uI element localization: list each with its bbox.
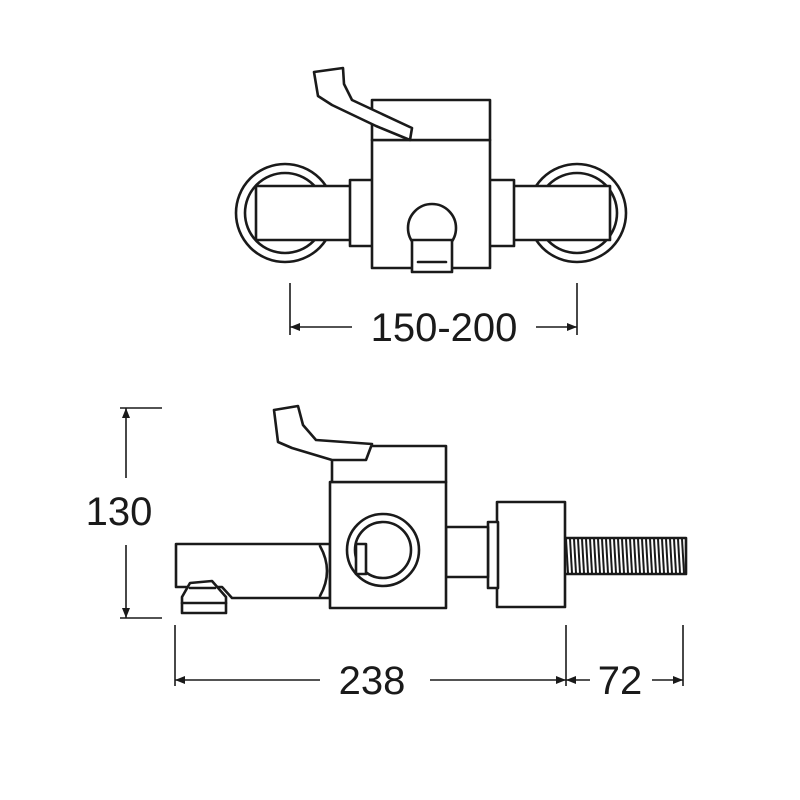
- thread-ridge: [593, 538, 597, 574]
- thread-ridge: [637, 538, 641, 574]
- thread-ridge: [613, 538, 617, 574]
- side-thread: [560, 536, 688, 576]
- thread-ridge: [601, 538, 605, 574]
- side-arm: [444, 525, 490, 579]
- thread-ridge: [661, 538, 665, 574]
- dim-height: [120, 407, 162, 619]
- front-left-arm: [254, 184, 356, 242]
- side-view: 130 238 72: [86, 404, 688, 703]
- thread-ridge: [669, 538, 673, 574]
- thread-ridge: [673, 538, 677, 574]
- dim-length: [174, 625, 567, 686]
- thread-ridge: [665, 538, 669, 574]
- thread-ridge: [645, 538, 649, 574]
- front-right-arm: [510, 184, 612, 242]
- side-flange-step: [486, 520, 500, 590]
- dim-projection: [566, 625, 684, 686]
- dim-length-label: 238: [339, 659, 406, 703]
- thread-ridge: [633, 538, 637, 574]
- dim-centres: [289, 283, 578, 335]
- thread-ridge: [589, 538, 593, 574]
- thread-ridge: [609, 538, 613, 574]
- thread-ridge: [569, 538, 573, 574]
- dim-height-label: 130: [86, 490, 153, 534]
- thread-ridge: [629, 538, 633, 574]
- thread-ridge: [597, 538, 601, 574]
- thread-ridge: [565, 538, 569, 574]
- thread-ridge: [625, 538, 629, 574]
- front-view: 150-200: [234, 66, 628, 350]
- thread-ridge: [641, 538, 645, 574]
- thread-ridge: [649, 538, 653, 574]
- side-lever-arm: [272, 404, 374, 462]
- side-aerator: [180, 579, 228, 615]
- front-lever-arm: [312, 66, 414, 142]
- dim-centres-label: 150-200: [371, 306, 518, 350]
- thread-ridge: [585, 538, 589, 574]
- thread-ridge: [621, 538, 625, 574]
- thread-ridge: [653, 538, 657, 574]
- thread-ridge: [577, 538, 581, 574]
- dim-projection-label: 72: [598, 659, 643, 703]
- thread-ridge: [581, 538, 585, 574]
- thread-ridge: [617, 538, 621, 574]
- thread-ridge: [657, 538, 661, 574]
- side-flange: [495, 500, 567, 609]
- front-outlet: [406, 202, 458, 274]
- thread-ridge: [681, 538, 685, 574]
- side-connector-ring: [345, 512, 421, 588]
- thread-ridge: [677, 538, 681, 574]
- thread-ridge: [573, 538, 577, 574]
- thread-ridge: [605, 538, 609, 574]
